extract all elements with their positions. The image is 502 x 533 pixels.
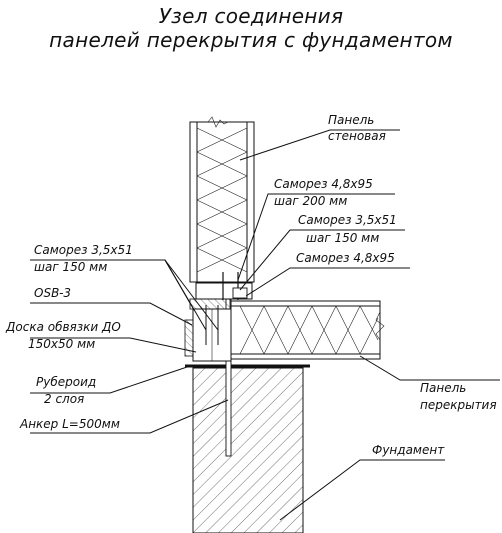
label-screw-2-line-1: Саморез 3,5x51	[298, 213, 397, 227]
label-board-2: 150x50 мм	[28, 337, 95, 351]
label-floor-panel-1: Панель	[420, 381, 466, 395]
label-screw-3: Саморез 4,8x95	[296, 251, 395, 265]
label-ruberoid-2: 2 слоя	[44, 392, 84, 406]
foundation	[192, 367, 304, 533]
label-osb: OSB-3	[34, 286, 71, 300]
label-screw-left-1: Саморез 3,5x51	[34, 243, 133, 257]
label-foundation: Фундамент	[372, 443, 445, 457]
label-floor-panel-2: перекрытия	[420, 398, 497, 412]
label-screw-2-line-2: шаг 150 мм	[306, 231, 379, 245]
strapping-board	[184, 308, 232, 362]
wall-panel	[189, 116, 255, 283]
label-screw-1-line-1: Саморез 4,8x95	[274, 177, 373, 191]
label-wall-panel-2: стеновая	[328, 129, 386, 143]
label-wall-panel-1: Панель	[328, 113, 374, 127]
diagram-title-line-2: панелей перекрытия с фундаментом	[49, 28, 453, 52]
label-ruberoid-1: Рубероид	[36, 375, 96, 389]
leader-lines	[30, 129, 500, 521]
label-screw-1-line-2: шаг 200 мм	[274, 194, 347, 208]
label-screw-left-2: шаг 150 мм	[34, 260, 107, 274]
label-anchor: Анкер L=500мм	[19, 417, 120, 431]
floor-panel	[230, 300, 385, 360]
diagram-title-line-1: Узел соединения	[158, 4, 344, 28]
screws	[205, 272, 248, 345]
label-board-1: Доска обвязки ДО	[5, 320, 121, 334]
